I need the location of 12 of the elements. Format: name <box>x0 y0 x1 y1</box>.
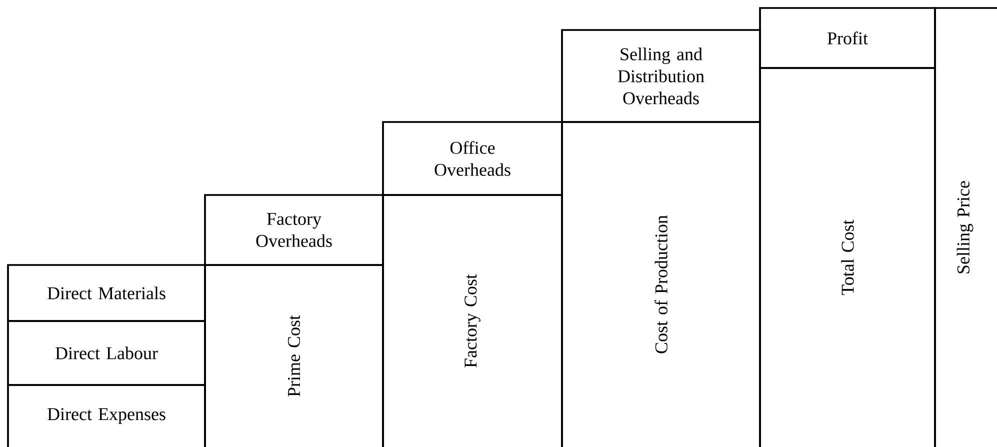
cost-box: Direct Materials <box>7 264 206 322</box>
overhead-box: Factory Overheads <box>204 194 384 266</box>
price-column: Selling Price <box>934 7 997 447</box>
cost-box: Direct Expenses <box>7 384 206 447</box>
cost-column: Cost of Production <box>561 121 761 447</box>
profit-box: Profit <box>759 7 936 69</box>
cost-column: Prime Cost <box>204 264 384 447</box>
overhead-box: Selling and Distribution Overheads <box>561 29 761 123</box>
cost-column: Factory Cost <box>382 194 563 447</box>
cost-box: Direct Labour <box>7 320 206 386</box>
overhead-box: Office Overheads <box>382 121 563 196</box>
cost-column: Total Cost <box>759 67 936 447</box>
